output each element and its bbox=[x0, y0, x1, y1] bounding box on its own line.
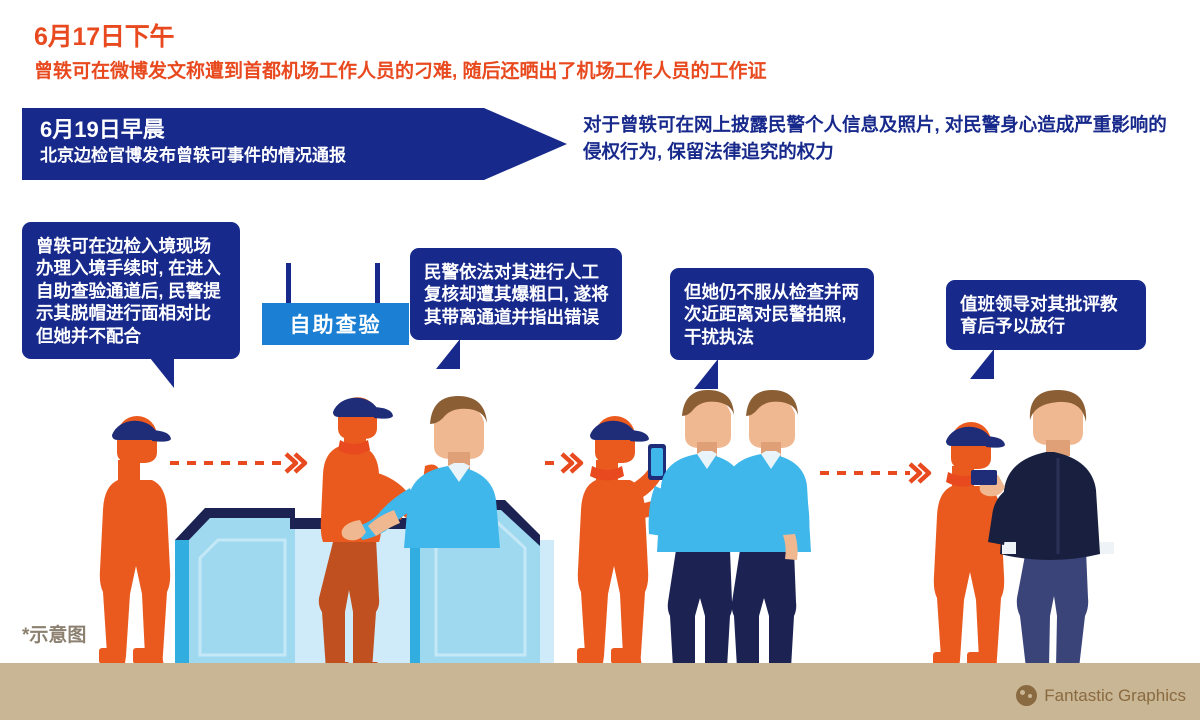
kiosk-sign-label: 自助查验 bbox=[262, 303, 409, 345]
self-service-gate bbox=[175, 500, 554, 663]
sign-rod-right-icon bbox=[375, 263, 380, 305]
banner-note: 对于曾轶可在网上披露民警个人信息及照片, 对民警身心造成严重影响的侵权行为, 保… bbox=[583, 114, 1167, 162]
officer-at-counter-figure bbox=[341, 396, 500, 548]
id-card-icon bbox=[971, 470, 997, 485]
banner-subtitle: 北京边检官博发布曾轶可事件的情况通报 bbox=[40, 146, 346, 166]
watermark: Fantastic Graphics bbox=[1016, 685, 1186, 706]
arrow-2-icon bbox=[545, 452, 584, 474]
bubble-tail-icon bbox=[970, 348, 994, 379]
timeline-banner: 6月19日早晨 北京边检官博发布曾轶可事件的情况通报 bbox=[22, 108, 567, 180]
speech-bubble-2: 民警依法对其进行人工复核却遭其爆粗口, 遂将其带离通道并指出错误 bbox=[410, 248, 622, 370]
bubble-tail-icon bbox=[150, 357, 174, 388]
watermark-text: Fantastic Graphics bbox=[1044, 685, 1186, 705]
officer-right-figure bbox=[721, 390, 811, 687]
scene-svg bbox=[0, 390, 1200, 720]
arrow-3-icon bbox=[820, 462, 932, 484]
headline-body: 曾轶可在微博发文称遭到首都机场工作人员的刁难, 随后还晒出了机场工作人员的工作证 bbox=[34, 60, 767, 82]
scene-illustration bbox=[0, 390, 1200, 720]
speech-bubble-3-text: 但她仍不服从检查并两次近距离对民警拍照, 干扰执法 bbox=[684, 282, 859, 347]
bubble-tail-icon bbox=[694, 359, 718, 390]
floor-strip bbox=[0, 663, 1200, 720]
headline-block: 6月17日下午 曾轶可在微博发文称遭到首都机场工作人员的刁难, 随后还晒出了机场… bbox=[34, 23, 1174, 83]
speech-bubble-2-text: 民警依法对其进行人工复核却遭其爆粗口, 遂将其带离通道并指出错误 bbox=[424, 262, 609, 327]
supervisor-suit-figure bbox=[971, 390, 1114, 687]
speech-bubble-3: 但她仍不服从检查并两次近距离对民警拍照, 干扰执法 bbox=[670, 268, 874, 390]
traveler-final-figure bbox=[933, 422, 1005, 674]
kiosk-sign: 自助查验 bbox=[262, 263, 412, 345]
traveler-photographing-figure bbox=[577, 416, 669, 670]
speech-bubble-4-text: 值班领导对其批评教育后予以放行 bbox=[960, 294, 1118, 337]
speech-bubble-1: 曾轶可在边检入境现场办理入境手续时, 在进入自助查验通道后, 民警提示其脱帽进行… bbox=[22, 222, 240, 388]
headline-date: 6月17日下午 bbox=[34, 23, 175, 51]
paw-logo-icon bbox=[1016, 685, 1038, 706]
sign-rod-left-icon bbox=[286, 263, 291, 305]
banner-date: 6月19日早晨 bbox=[40, 117, 165, 142]
speech-bubble-1-text: 曾轶可在边检入境现场办理入境手续时, 在进入自助查验通道后, 民警提示其脱帽进行… bbox=[36, 236, 221, 346]
arrow-1-icon bbox=[170, 452, 308, 474]
speech-bubble-4: 值班领导对其批评教育后予以放行 bbox=[946, 280, 1146, 379]
footnote: *示意图 bbox=[22, 625, 87, 646]
bubble-tail-icon bbox=[436, 339, 460, 370]
traveler-waiting-figure bbox=[99, 416, 171, 670]
